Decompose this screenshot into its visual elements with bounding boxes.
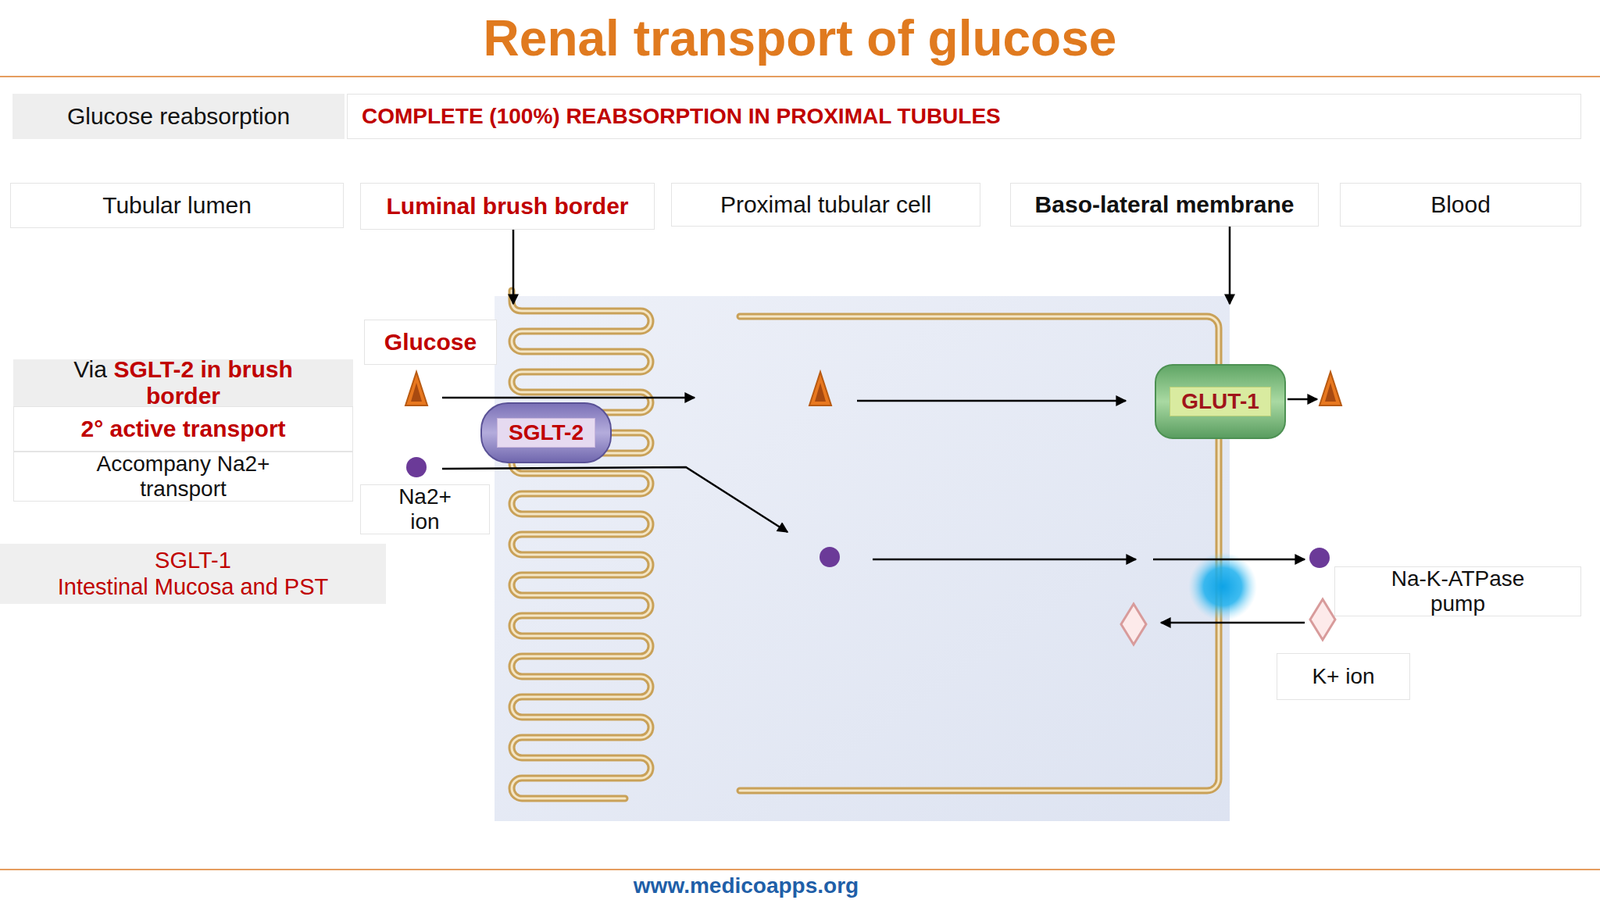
text-wrap: Glucose reabsorption: [67, 103, 290, 131]
transporter-label: SGLT-2: [496, 417, 596, 448]
note-box: 2° active transport: [13, 406, 354, 452]
node-text: 2° active transport: [80, 415, 286, 443]
glucose-symbol: [809, 371, 832, 406]
diagram-title: Renal transport of glucose: [0, 9, 1600, 68]
glut1-transporter: GLUT-1: [1153, 362, 1288, 441]
ion-label: Na2+ ion: [360, 484, 490, 535]
column-heading: Baso-lateral membrane: [1010, 182, 1319, 227]
cell-membrane: [739, 316, 1219, 791]
sodium-flow-arrow: [1153, 558, 1305, 561]
node-text: Blood: [1430, 191, 1491, 219]
text-wrap: K+ ion: [1311, 664, 1375, 690]
sglt2-transporter: SGLT-2: [479, 401, 613, 465]
potassium-ion-symbol: [1121, 603, 1147, 645]
note-box: SGLT-1Intestinal Mucosa and PST: [0, 543, 386, 604]
glucose-flow-arrow: [1287, 398, 1318, 401]
sodium-ion-symbol: [406, 457, 427, 478]
potassium-flow-arrow: [1160, 621, 1305, 625]
column-heading: Blood: [1339, 182, 1582, 227]
pump-label: Na-K-ATPase pump: [1334, 566, 1582, 617]
note-box: ViaSGLT-2 in brush border: [13, 359, 354, 407]
ion-label: K+ ion: [1276, 653, 1411, 700]
node-text: COMPLETE (100%) REABSORPTION IN PROXIMAL…: [361, 103, 1001, 129]
node-text: Na2+ ion: [385, 484, 465, 535]
text-wrap: Accompany Na2+ transport: [82, 451, 286, 502]
column-heading: Proximal tubular cell: [671, 182, 981, 227]
text-wrap: Baso-lateral membrane: [1035, 191, 1295, 219]
node-text: Proximal tubular cell: [720, 191, 932, 219]
potassium-ion-symbol: [1310, 599, 1336, 640]
column-heading: Luminal brush border: [360, 182, 655, 230]
glucose-flow-arrow: [857, 400, 1126, 403]
node-text: SGLT-2 in brush border: [113, 356, 293, 410]
sglt2-shape: [481, 403, 611, 463]
glucose-symbol: [1319, 371, 1342, 406]
sodium-ion-symbol: [819, 546, 840, 568]
text-wrap: Na-K-ATPase pump: [1371, 566, 1544, 617]
node-text: Via: [73, 356, 108, 383]
node-text: Accompany Na2+ transport: [82, 451, 286, 502]
cell-membrane: [739, 316, 1219, 791]
sodium-flow-arrow: [442, 467, 788, 533]
text-wrap: Na2+ ion: [385, 484, 465, 535]
transporter-label: GLUT-1: [1169, 386, 1272, 417]
node-text: GLUT-1: [1181, 389, 1260, 415]
node-text: SGLT-2: [508, 420, 584, 446]
node-text: K+ ion: [1311, 664, 1375, 690]
column-heading: Tubular lumen: [10, 182, 344, 229]
row-heading: Glucose reabsorption: [12, 93, 345, 140]
brush-border-villi: [511, 290, 651, 799]
node-text: Glucose: [384, 328, 477, 357]
text-wrap: SGLT-1Intestinal Mucosa and PST: [57, 547, 329, 600]
node-text: Luminal brush border: [385, 192, 629, 221]
text-wrap: Luminal brush border: [385, 192, 629, 221]
node-text: SGLT-1: [57, 547, 329, 574]
leader-arrow: [512, 229, 515, 304]
na-k-pump-symbol: [1188, 552, 1258, 622]
text-wrap: ViaSGLT-2 in brush border: [50, 356, 317, 411]
node-text: Baso-lateral membrane: [1035, 191, 1295, 219]
node-text: Na-K-ATPase pump: [1371, 566, 1544, 617]
sodium-ion-symbol: [1309, 547, 1330, 568]
glucose-symbol: [405, 371, 428, 406]
row-value: COMPLETE (100%) REABSORPTION IN PROXIMAL…: [346, 93, 1582, 140]
note-box: Accompany Na2+ transport: [13, 451, 354, 502]
footer-rule: [0, 868, 1600, 871]
text-wrap: COMPLETE (100%) REABSORPTION IN PROXIMAL…: [361, 103, 1001, 129]
glucose-label: Glucose: [364, 319, 497, 365]
node-text: Glucose reabsorption: [67, 103, 290, 131]
glucose-flow-arrow: [442, 396, 695, 400]
title-rule: [0, 75, 1600, 78]
brush-border-villi: [511, 290, 651, 799]
node-text: Tubular lumen: [102, 192, 252, 220]
glut1-shape: [1155, 364, 1286, 439]
website-label: www.medicoapps.org: [0, 873, 1493, 899]
text-wrap: Proximal tubular cell: [720, 191, 932, 219]
sodium-flow-arrow: [872, 558, 1136, 561]
text-wrap: 2° active transport: [80, 415, 286, 443]
text-wrap: Blood: [1430, 191, 1491, 219]
text-wrap: Glucose: [384, 328, 477, 357]
node-text: Intestinal Mucosa and PST: [57, 574, 329, 600]
text-wrap: Tubular lumen: [102, 192, 252, 220]
leader-arrow: [1228, 226, 1232, 304]
